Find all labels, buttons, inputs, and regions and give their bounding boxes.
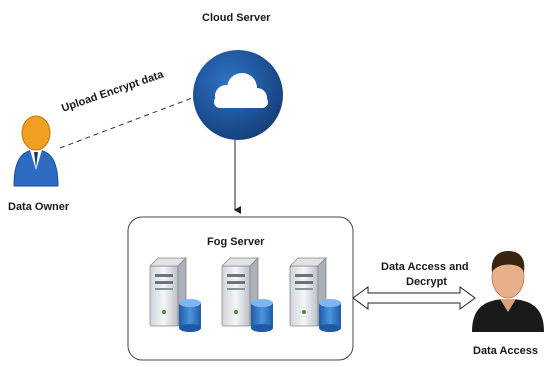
upload-link-line bbox=[59, 94, 201, 149]
data-owner-figure bbox=[13, 115, 59, 187]
access-link-label-line1: Data Access and bbox=[381, 261, 469, 273]
cloud-icon bbox=[214, 73, 268, 108]
server-icon bbox=[149, 257, 187, 327]
access-link-label-line2: Decrypt bbox=[406, 276, 447, 288]
fog-server-label: Fog Server bbox=[207, 236, 265, 248]
cloud-server-node bbox=[193, 50, 283, 140]
data-owner-label: Data Owner bbox=[8, 201, 70, 213]
data-access-label: Data Access bbox=[473, 345, 539, 357]
database-icon bbox=[319, 299, 341, 332]
data-accessor-figure bbox=[472, 251, 544, 332]
database-icon bbox=[179, 299, 201, 332]
user-icon bbox=[472, 299, 544, 332]
cloud-server-label: Cloud Server bbox=[202, 12, 271, 24]
access-double-arrow bbox=[352, 286, 476, 310]
database-icon bbox=[251, 299, 273, 332]
